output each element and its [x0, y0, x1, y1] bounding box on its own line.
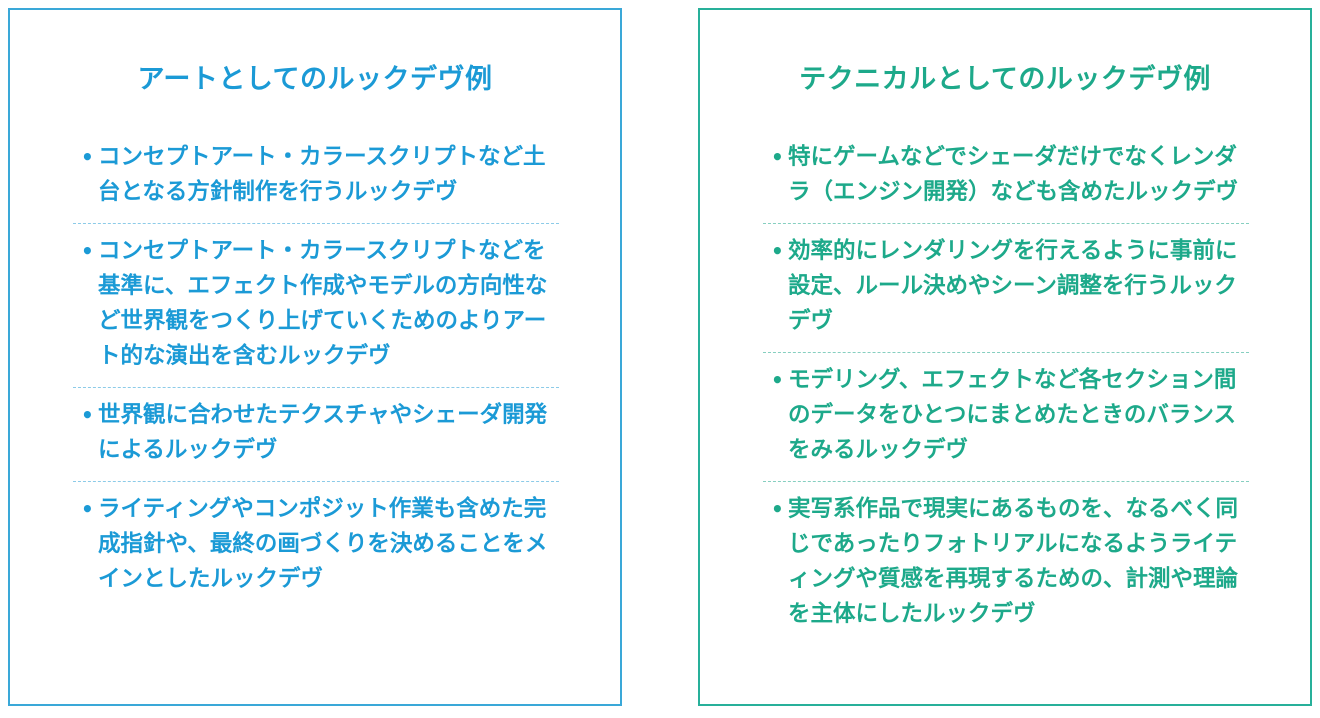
list-item: • モデリング、エフェクトなど各セクション間のデータをひとつにまとめたときのバラ… [763, 353, 1249, 482]
list-item-text: 世界観に合わせたテクスチャやシェーダ開発によるルックデヴ [98, 402, 548, 463]
list-item-text: モデリング、エフェクトなど各セクション間のデータをひとつにまとめたときのバランス… [788, 367, 1237, 463]
technical-item-list: • 特にゲームなどでシェーダだけでなくレンダラ（エンジン開発）なども含めたルック… [763, 130, 1249, 645]
list-item: • 効率的にレンダリングを行えるように事前に設定、ルール決めやシーン調整を行うル… [763, 224, 1249, 353]
technical-lookdev-panel: テクニカルとしてのルックデヴ例 • 特にゲームなどでシェーダだけでなくレンダラ（… [698, 8, 1312, 706]
art-lookdev-panel: アートとしてのルックデヴ例 • コンセプトアート・カラースクリプトなど土台となる… [8, 8, 622, 706]
bullet-icon: • [81, 239, 94, 263]
list-item: • 実写系作品で現実にあるものを、なるべく同じであったりフォトリアルになるようラ… [763, 482, 1249, 645]
list-item: • 世界観に合わせたテクスチャやシェーダ開発によるルックデヴ [73, 388, 559, 482]
list-item-text: ライティングやコンポジット作業も含めた完成指針や、最終の画づくりを決めることをメ… [98, 496, 548, 592]
bullet-icon: • [81, 403, 94, 427]
list-item-text: コンセプトアート・カラースクリプトなど土台となる方針制作を行うルックデヴ [98, 144, 546, 205]
list-item: • コンセプトアート・カラースクリプトなど土台となる方針制作を行うルックデヴ [73, 130, 559, 224]
bullet-icon: • [771, 239, 784, 263]
bullet-icon: • [771, 368, 784, 392]
list-item: • ライティングやコンポジット作業も含めた完成指針や、最終の画づくりを決めること… [73, 482, 559, 610]
art-panel-title: アートとしてのルックデヴ例 [137, 64, 493, 95]
art-item-list: • コンセプトアート・カラースクリプトなど土台となる方針制作を行うルックデヴ •… [73, 130, 559, 610]
list-item-text: 特にゲームなどでシェーダだけでなくレンダラ（エンジン開発）なども含めたルックデヴ [788, 144, 1239, 205]
list-item: • コンセプトアート・カラースクリプトなどを基準に、エフェクト作成やモデルの方向… [73, 224, 559, 388]
list-item-text: コンセプトアート・カラースクリプトなどを基準に、エフェクト作成やモデルの方向性な… [98, 238, 548, 369]
bullet-icon: • [771, 497, 784, 521]
bullet-icon: • [81, 497, 94, 521]
technical-panel-title: テクニカルとしてのルックデヴ例 [799, 64, 1211, 95]
list-item-text: 実写系作品で現実にあるものを、なるべく同じであったりフォトリアルになるようライテ… [788, 496, 1239, 627]
list-item: • 特にゲームなどでシェーダだけでなくレンダラ（エンジン開発）なども含めたルック… [763, 130, 1249, 224]
bullet-icon: • [771, 145, 784, 169]
bullet-icon: • [81, 145, 94, 169]
list-item-text: 効率的にレンダリングを行えるように事前に設定、ルール決めやシーン調整を行うルック… [788, 238, 1238, 334]
